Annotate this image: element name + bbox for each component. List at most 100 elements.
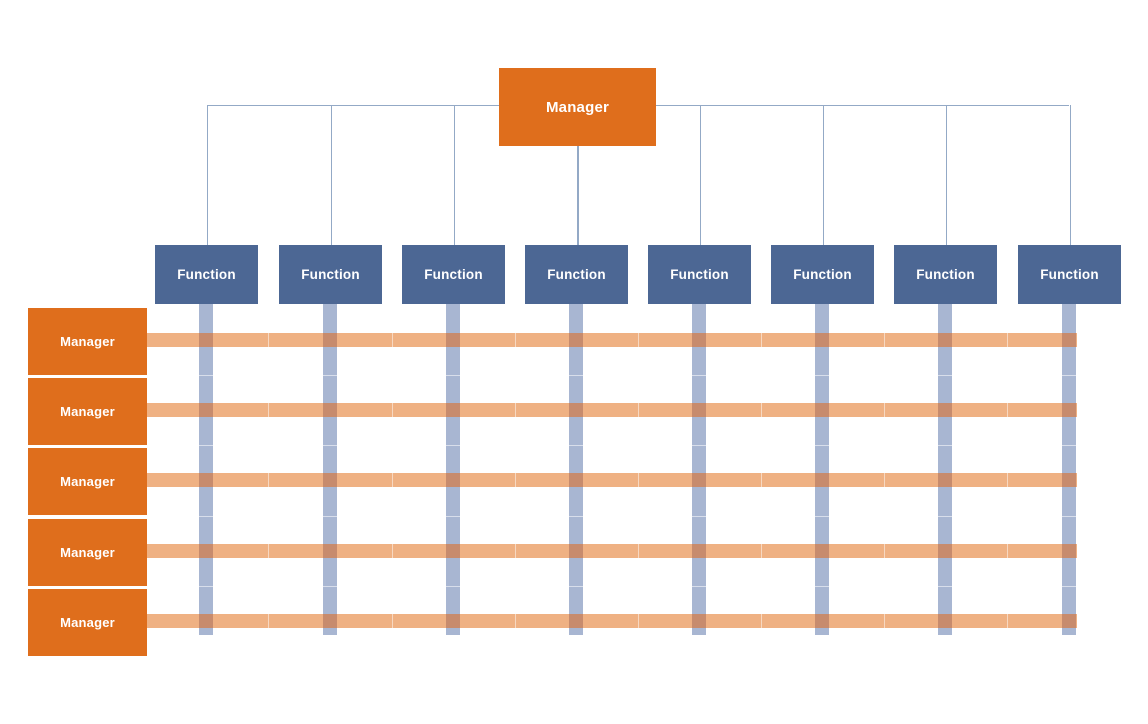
matrix-intersection-r3-c8 <box>1062 473 1076 487</box>
function-box-5[interactable]: Function <box>648 245 751 304</box>
matrix-intersection-r5-c6 <box>815 614 829 628</box>
matrix-intersection-r5-c3 <box>446 614 460 628</box>
matrix-intersection-r3-c7 <box>938 473 952 487</box>
column-band-seam <box>569 586 583 587</box>
column-band-seam <box>815 516 829 517</box>
connector-drop-function-5 <box>700 105 701 245</box>
manager-box-label: Manager <box>60 474 115 489</box>
matrix-intersection-r2-c3 <box>446 403 460 417</box>
row-band-seam <box>515 614 516 628</box>
matrix-intersection-r2-c2 <box>323 403 337 417</box>
column-band-seam <box>815 586 829 587</box>
connector-drop-function-2 <box>331 105 332 245</box>
row-band-seam <box>638 473 639 487</box>
row-band-seam <box>392 544 393 558</box>
matrix-intersection-r2-c7 <box>938 403 952 417</box>
function-box-7[interactable]: Function <box>894 245 997 304</box>
connector-top-manager-stub <box>578 146 579 245</box>
row-band-seam <box>1007 403 1008 417</box>
manager-row-band-3 <box>147 473 1077 487</box>
manager-box-label: Manager <box>60 404 115 419</box>
column-band-seam <box>446 516 460 517</box>
matrix-intersection-r4-c5 <box>692 544 706 558</box>
matrix-intersection-r4-c3 <box>446 544 460 558</box>
row-band-seam <box>1007 614 1008 628</box>
column-band-seam <box>323 586 337 587</box>
row-band-seam <box>761 473 762 487</box>
function-box-1[interactable]: Function <box>155 245 258 304</box>
column-band-seam <box>692 516 706 517</box>
row-band-seam <box>884 614 885 628</box>
function-box-label: Function <box>670 267 729 282</box>
top-manager-label: Manager <box>545 98 610 116</box>
connector-drop-function-6 <box>823 105 824 245</box>
row-band-seam <box>1007 544 1008 558</box>
manager-box-label: Manager <box>60 615 115 630</box>
row-band-seam <box>515 333 516 347</box>
manager-box-4[interactable]: Manager <box>28 519 147 586</box>
matrix-intersection-r4-c7 <box>938 544 952 558</box>
function-box-label: Function <box>916 267 975 282</box>
function-box-label: Function <box>301 267 360 282</box>
column-band-seam <box>815 375 829 376</box>
column-band-seam <box>199 375 213 376</box>
matrix-intersection-r3-c2 <box>323 473 337 487</box>
function-box-4[interactable]: Function <box>525 245 628 304</box>
function-box-8[interactable]: Function <box>1018 245 1121 304</box>
matrix-intersection-r4-c4 <box>569 544 583 558</box>
row-band-seam <box>884 473 885 487</box>
function-box-3[interactable]: Function <box>402 245 505 304</box>
matrix-intersection-r1-c6 <box>815 333 829 347</box>
matrix-intersection-r2-c6 <box>815 403 829 417</box>
function-box-2[interactable]: Function <box>279 245 382 304</box>
matrix-intersection-r5-c1 <box>199 614 213 628</box>
row-band-seam <box>515 403 516 417</box>
column-band-seam <box>446 375 460 376</box>
column-band-seam <box>199 586 213 587</box>
function-box-6[interactable]: Function <box>771 245 874 304</box>
matrix-intersection-r2-c5 <box>692 403 706 417</box>
matrix-intersection-r5-c5 <box>692 614 706 628</box>
matrix-intersection-r1-c3 <box>446 333 460 347</box>
column-band-seam <box>1062 445 1076 446</box>
column-band-seam <box>446 586 460 587</box>
manager-box-2[interactable]: Manager <box>28 378 147 445</box>
row-band-seam <box>392 473 393 487</box>
matrix-intersection-r3-c4 <box>569 473 583 487</box>
row-band-seam <box>268 333 269 347</box>
connector-drop-function-7 <box>946 105 947 245</box>
function-box-label: Function <box>547 267 606 282</box>
function-box-label: Function <box>793 267 852 282</box>
matrix-intersection-r5-c2 <box>323 614 337 628</box>
matrix-intersection-r5-c7 <box>938 614 952 628</box>
matrix-intersection-r3-c3 <box>446 473 460 487</box>
top-manager-box[interactable]: Manager <box>499 68 656 146</box>
row-band-seam <box>1007 333 1008 347</box>
manager-box-3[interactable]: Manager <box>28 448 147 515</box>
row-band-seam <box>392 614 393 628</box>
manager-row-band-4 <box>147 544 1077 558</box>
manager-box-1[interactable]: Manager <box>28 308 147 375</box>
column-band-seam <box>815 445 829 446</box>
column-band-seam <box>692 586 706 587</box>
column-band-seam <box>692 375 706 376</box>
function-box-label: Function <box>424 267 483 282</box>
matrix-intersection-r3-c1 <box>199 473 213 487</box>
row-band-seam <box>638 403 639 417</box>
column-band-seam <box>199 516 213 517</box>
matrix-intersection-r2-c8 <box>1062 403 1076 417</box>
column-band-seam <box>323 375 337 376</box>
matrix-intersection-r4-c8 <box>1062 544 1076 558</box>
row-band-seam <box>268 544 269 558</box>
manager-row-band-1 <box>147 333 1077 347</box>
function-box-label: Function <box>177 267 236 282</box>
matrix-intersection-r1-c8 <box>1062 333 1076 347</box>
row-band-seam <box>884 333 885 347</box>
manager-box-5[interactable]: Manager <box>28 589 147 656</box>
matrix-intersection-r2-c1 <box>199 403 213 417</box>
column-band-seam <box>1062 586 1076 587</box>
column-band-seam <box>323 445 337 446</box>
column-band-seam <box>1062 516 1076 517</box>
column-band-seam <box>938 516 952 517</box>
row-band-seam <box>392 403 393 417</box>
